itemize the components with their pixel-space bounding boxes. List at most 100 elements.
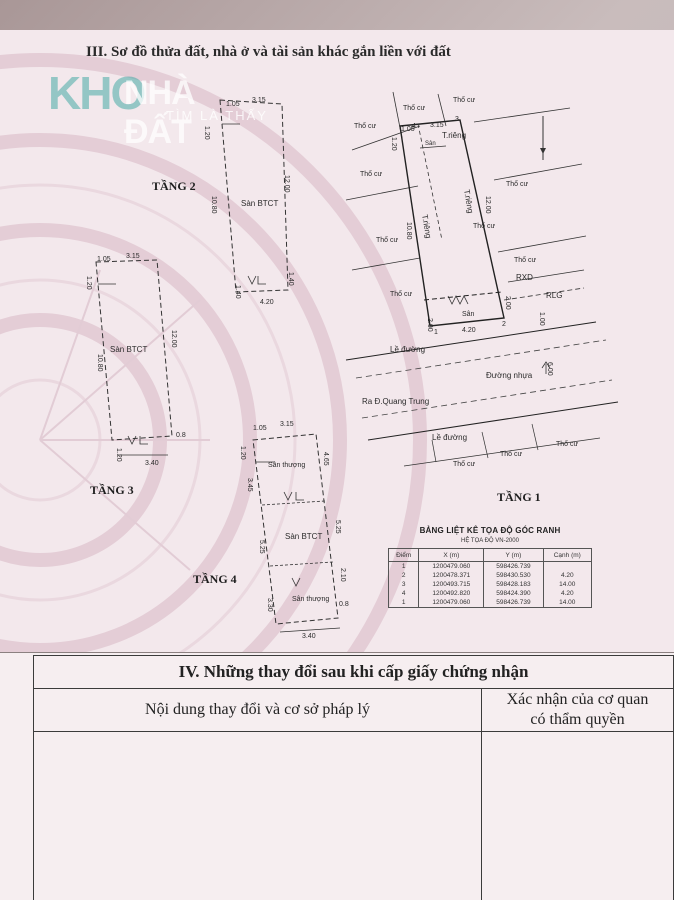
floor4-dim: 4.65 xyxy=(322,452,329,466)
neighbor-label: Thổ cư xyxy=(500,450,523,458)
floor1-plan: T.riêng Sân Sân T.riêng T.riêng 1.05 3.1… xyxy=(345,91,619,504)
table-row: 1 1200479.060 598426.739 xyxy=(387,561,593,571)
table-cell: 598424.390 xyxy=(483,589,544,598)
table-cell: 3 xyxy=(387,580,420,589)
floor4-dim: 3.40 xyxy=(302,633,316,640)
floor4-dim: 1.05 xyxy=(253,425,267,432)
table-cell: 1200478.371 xyxy=(418,571,485,580)
table-row: 1 1200479.060 598426.739 14.00 xyxy=(387,598,593,608)
changes-confirm-cell xyxy=(481,731,674,900)
table-cell xyxy=(542,561,593,571)
table-cell: 598426.739 xyxy=(483,598,544,608)
coordinate-table-title: BẢNG LIỆT KÊ TỌA ĐỘ GÓC RANH xyxy=(419,526,561,535)
floor4-dim: 5.25 xyxy=(334,520,341,534)
neighbor-label: Thổ cư xyxy=(354,122,377,130)
floor4-dim: 0.8 xyxy=(339,601,349,608)
table-cell: 598430.530 xyxy=(483,571,544,580)
floor4-room-label: Sàn BTCT xyxy=(285,532,322,541)
floor4-dim: 3.30 xyxy=(266,598,273,612)
floor3-dim: 1.20 xyxy=(85,276,92,290)
road-surface-label: Đường nhựa xyxy=(486,371,533,380)
floor1-dim: 1.05 xyxy=(401,126,415,133)
stair-icon xyxy=(291,577,301,587)
floor2-dim: 4.20 xyxy=(260,299,274,306)
column-header-confirmation: Xác nhận của cơ quan có thẩm quyền xyxy=(481,688,674,732)
rxd-marker: RXD xyxy=(516,273,533,282)
floor2-dim: 12.00 xyxy=(283,175,290,193)
table-header-cell: Y (m) xyxy=(483,548,544,562)
floor3-dim: 3.40 xyxy=(145,460,159,467)
table-cell: 4.20 xyxy=(542,589,593,598)
floor3-plan: Sàn BTCT 1.05 3.15 1.20 10.80 12.00 3.40… xyxy=(85,253,186,497)
table-cell: 598428.183 xyxy=(483,580,544,589)
table-row: 2 1200478.371 598430.530 4.20 xyxy=(387,571,593,580)
table-cell: 14.00 xyxy=(542,598,593,608)
floor1-room-label: T.riêng xyxy=(462,189,475,214)
floor2-dim: 1.40 xyxy=(234,285,241,299)
floor2-dim: 1.05 xyxy=(226,101,240,108)
floor1-dim: 12.00 xyxy=(484,196,491,214)
table-cell: 4.20 xyxy=(542,571,593,580)
table-header-row: Điểm X (m) Y (m) Cạnh (m) xyxy=(387,548,593,562)
floor4-dim: 2.10 xyxy=(339,568,346,582)
sidewalk-label: Lề đường xyxy=(432,433,467,442)
floor2-dim: 1.40 xyxy=(287,272,294,286)
table-cell: 1200492.820 xyxy=(418,589,485,598)
changes-content-cell xyxy=(33,731,482,900)
section4-title: IV. Những thay đổi sau khi cấp giấy chứn… xyxy=(33,655,674,689)
floor4-plan: Sân thượng Sàn BTCT Sân thượng 1.05 3.15… xyxy=(193,421,349,640)
table-cell: 598426.739 xyxy=(483,561,544,571)
floor1-dim: 1.20 xyxy=(390,137,397,151)
corner-label: 4 xyxy=(412,123,416,130)
floor4-dim: 3.45 xyxy=(246,478,253,492)
watermark-logo: KHO NHÀ ĐẤT TÌM LÀ THẤY xyxy=(48,66,268,151)
sidewalk-label: Lề đường xyxy=(390,345,425,354)
floor3-dim: 10.80 xyxy=(96,354,103,372)
corner-label: 3 xyxy=(455,116,459,123)
floor4-room-label: Sân thượng xyxy=(292,596,329,603)
road-name-label: Ra Đ.Quang Trung xyxy=(362,397,429,406)
floor2-room-label: Sàn BTCT xyxy=(241,199,278,208)
floor2-title: TẦNG 2 xyxy=(152,178,196,193)
table-row: 3 1200493.715 598428.183 14.00 xyxy=(387,580,593,589)
coordinate-table-subtitle: HỆ TỌA ĐỘ VN-2000 xyxy=(461,538,519,544)
floor1-dim: 4.20 xyxy=(462,327,476,334)
watermark-brand: NHÀ ĐẤT xyxy=(124,74,196,151)
floor1-dim: 6.00 xyxy=(546,362,553,376)
stair-icon xyxy=(247,275,266,285)
table-cell: 2 xyxy=(387,571,420,580)
neighbor-label: Thổ cư xyxy=(360,170,383,178)
neighbor-label: Thổ cư xyxy=(453,96,476,104)
floor4-dim: 1.20 xyxy=(239,446,246,460)
corner-label: 1 xyxy=(434,329,438,336)
neighbor-label: Thổ cư xyxy=(473,222,496,230)
floor1-room-label: Sân xyxy=(425,141,436,147)
table-cell: 1200493.715 xyxy=(418,580,485,589)
floor1-room-label: T.riêng xyxy=(420,214,433,239)
neighbor-label: Thổ cư xyxy=(506,180,529,188)
watermark-logo-mark: KHO xyxy=(48,67,146,119)
floor3-dim: 1.05 xyxy=(97,256,111,263)
floor4-room-label: Sân thượng xyxy=(268,462,305,469)
floor1-dim: 2.00 xyxy=(504,296,511,310)
stair-icon xyxy=(127,435,148,445)
table-cell: 1 xyxy=(387,561,420,571)
floor3-dim: 0.8 xyxy=(176,432,186,439)
floor1-room-label: T.riêng xyxy=(442,131,466,140)
stair-icon xyxy=(283,491,304,501)
section3-title: III. Sơ đồ thửa đất, nhà ở và tài sản kh… xyxy=(86,44,451,60)
watermark-slogan: TÌM LÀ THẤY xyxy=(166,108,268,123)
floor3-title: TẦNG 3 xyxy=(90,482,134,497)
changes-table: IV. Những thay đổi sau khi cấp giấy chứn… xyxy=(33,655,674,900)
floor1-dim: 1.00 xyxy=(538,312,545,326)
floor1-title: TẦNG 1 xyxy=(497,489,541,504)
table-header-cell: X (m) xyxy=(418,548,485,562)
column-header-confirmation-line1: Xác nhận của cơ quan xyxy=(506,691,649,708)
floor2-plan: Sàn BTCT 1.05 3.15 1.20 10.80 12.00 4.20… xyxy=(152,97,294,306)
floor1-dim: 2.00 xyxy=(426,318,433,332)
arrow-icon xyxy=(541,361,551,374)
stair-icon xyxy=(447,295,469,305)
rlg-marker: RLG xyxy=(546,291,562,300)
table-header-cell: Điểm xyxy=(387,548,420,562)
corner-label: 2 xyxy=(502,321,506,328)
